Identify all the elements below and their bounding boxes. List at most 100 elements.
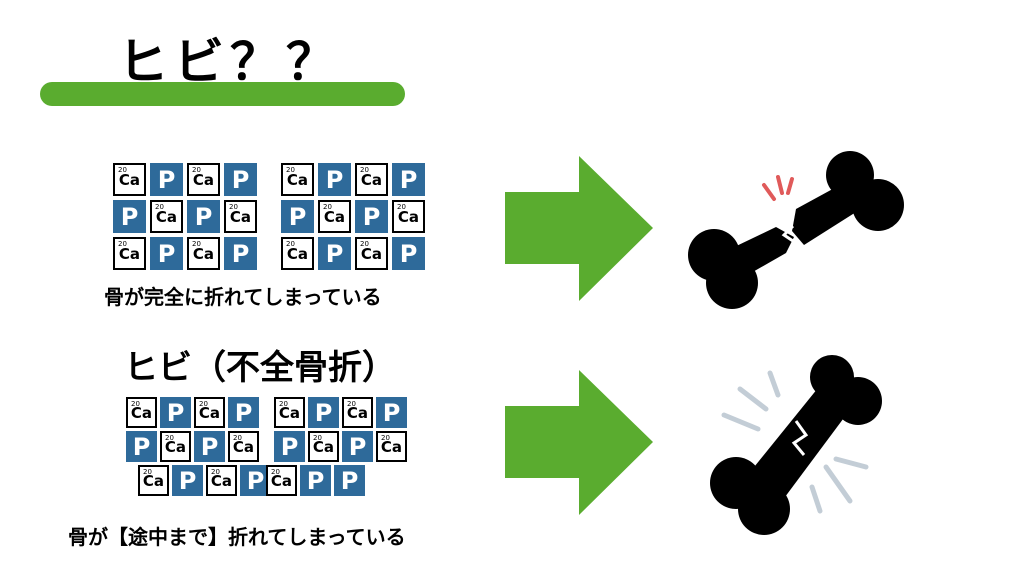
atomic-number: 20	[192, 240, 201, 248]
atomic-number: 20	[279, 400, 288, 408]
atomic-number: 20	[229, 203, 238, 211]
phosphorus-tile: P	[300, 465, 331, 496]
phosphorus-tile: P	[113, 200, 146, 233]
phosphorus-tile: P	[342, 431, 373, 462]
element-symbol: Ca	[278, 403, 301, 422]
phosphorus-tile: P	[224, 163, 257, 196]
page-title: ヒビ？？	[118, 33, 342, 91]
atomic-number: 20	[360, 240, 369, 248]
atomic-number: 20	[192, 166, 201, 174]
cracked-bone-icon	[710, 355, 882, 535]
atomic-number: 20	[286, 240, 295, 248]
phosphorus-tile: P	[318, 163, 351, 196]
phosphorus-tile: P	[150, 237, 183, 270]
atomic-number: 20	[347, 400, 356, 408]
atomic-number: 20	[286, 166, 295, 174]
atomic-number: 20	[118, 240, 127, 248]
phosphorus-tile: P	[274, 431, 305, 462]
atomic-number: 20	[155, 203, 164, 211]
phosphorus-tile: P	[355, 200, 388, 233]
atomic-number: 20	[118, 166, 127, 174]
arrow-right-icon	[505, 156, 653, 301]
atomic-number: 20	[233, 434, 242, 442]
atomic-number: 20	[313, 434, 322, 442]
atomic-number: 20	[323, 203, 332, 211]
element-symbol: Ca	[323, 207, 346, 226]
phosphorus-tile: P	[172, 465, 203, 496]
bottom-heading: ヒビ（不全骨折）	[124, 348, 396, 388]
atomic-number: 20	[381, 434, 390, 442]
phosphorus-tile: P	[334, 465, 365, 496]
element-symbol: Ca	[164, 437, 187, 456]
element-symbol: Ca	[210, 471, 233, 490]
atomic-number: 20	[131, 400, 140, 408]
element-symbol: Ca	[397, 207, 420, 226]
element-symbol: Ca	[286, 170, 309, 189]
atomic-number: 20	[360, 166, 369, 174]
phosphorus-tile: P	[187, 200, 220, 233]
broken-bone-icon	[688, 151, 904, 309]
phosphorus-tile: P	[160, 397, 191, 428]
phosphorus-tile: P	[392, 237, 425, 270]
element-symbol: Ca	[118, 244, 141, 263]
element-symbol: Ca	[229, 207, 252, 226]
element-symbol: Ca	[346, 403, 369, 422]
element-symbol: Ca	[360, 244, 383, 263]
element-symbol: Ca	[142, 471, 165, 490]
atomic-number: 20	[143, 468, 152, 476]
arrow-right-icon	[505, 370, 653, 515]
element-symbol: Ca	[118, 170, 141, 189]
element-symbol: Ca	[360, 170, 383, 189]
atomic-number: 20	[211, 468, 220, 476]
element-symbol: Ca	[198, 403, 221, 422]
phosphorus-tile: P	[228, 397, 259, 428]
element-symbol: Ca	[380, 437, 403, 456]
element-symbol: Ca	[270, 471, 293, 490]
phosphorus-tile: P	[392, 163, 425, 196]
top-caption: 骨が完全に折れてしまっている	[104, 285, 382, 309]
phosphorus-tile: P	[126, 431, 157, 462]
atomic-number: 20	[199, 400, 208, 408]
title-underline	[40, 82, 405, 106]
atomic-number: 20	[271, 468, 280, 476]
phosphorus-tile: P	[224, 237, 257, 270]
bottom-caption: 骨が【途中まで】折れてしまっている	[68, 525, 406, 549]
element-symbol: Ca	[232, 437, 255, 456]
element-symbol: Ca	[192, 170, 215, 189]
phosphorus-tile: P	[318, 237, 351, 270]
phosphorus-tile: P	[194, 431, 225, 462]
phosphorus-tile: P	[376, 397, 407, 428]
phosphorus-tile: P	[308, 397, 339, 428]
phosphorus-tile: P	[281, 200, 314, 233]
phosphorus-tile: P	[150, 163, 183, 196]
phosphorus-tile: P	[240, 465, 271, 496]
element-symbol: Ca	[192, 244, 215, 263]
element-symbol: Ca	[155, 207, 178, 226]
